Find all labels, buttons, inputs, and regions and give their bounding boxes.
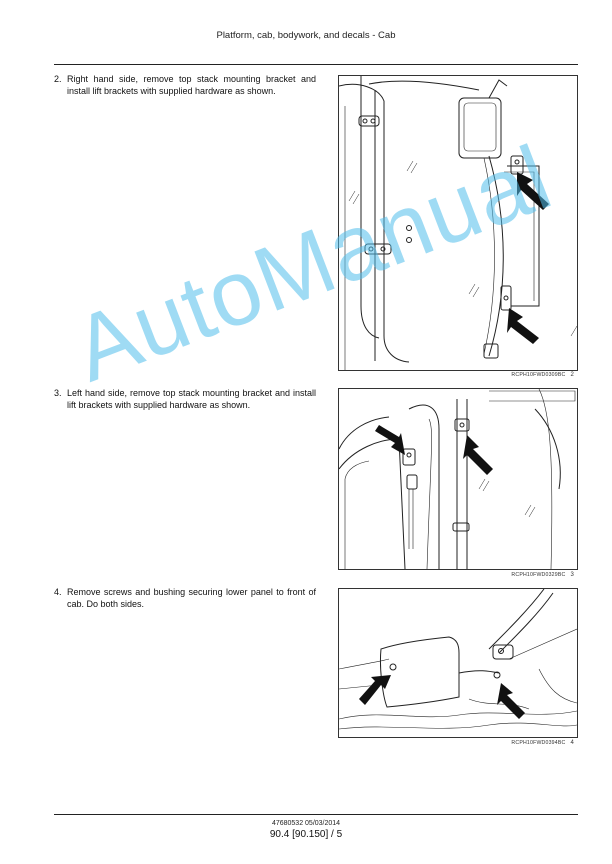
figure-caption: RCPH10FWD0394BC 4 [336,740,574,746]
figure-lower-panel-screws [338,588,578,738]
instruction-step: 3. Left hand side, remove top stack moun… [54,388,316,411]
header-rule [54,64,578,65]
cab-left-illustration [339,389,576,569]
figure-number: 2 [570,372,574,378]
figure-number: 4 [570,740,574,746]
instruction-step: 4. Remove screws and bushing securing lo… [54,587,316,610]
footer-doc-code: 47680532 05/03/2014 [271,820,341,827]
figure-caption: RCPH10FWD0309BC 2 [336,372,574,378]
lower-panel-illustration [339,589,577,730]
step-text: Right hand side, remove top stack mounti… [67,74,316,96]
footer-rule [54,814,578,815]
instruction-step: 2. Right hand side, remove top stack mou… [54,74,316,97]
footer-page-ref: 90.4 [90.150] / 5 [269,829,343,840]
running-header: Platform, cab, bodywork, and decals - Ca… [216,30,396,41]
cab-right-illustration [339,76,577,370]
figure-code: RCPH10FWD0309BC [511,372,566,378]
figure-caption: RCPH10FWD0329BC 3 [336,572,574,578]
step-text: Remove screws and bushing securing lower… [67,587,316,609]
figure-code: RCPH10FWD0394BC [511,740,566,746]
step-number: 4. [54,587,62,597]
figure-number: 3 [570,572,574,578]
step-text: Left hand side, remove top stack mountin… [67,388,316,410]
figure-code: RCPH10FWD0329BC [511,572,566,578]
step-number: 2. [54,74,62,84]
step-number: 3. [54,388,62,398]
figure-left-side-lift-brackets [338,388,578,570]
figure-right-side-lift-brackets [338,75,578,371]
